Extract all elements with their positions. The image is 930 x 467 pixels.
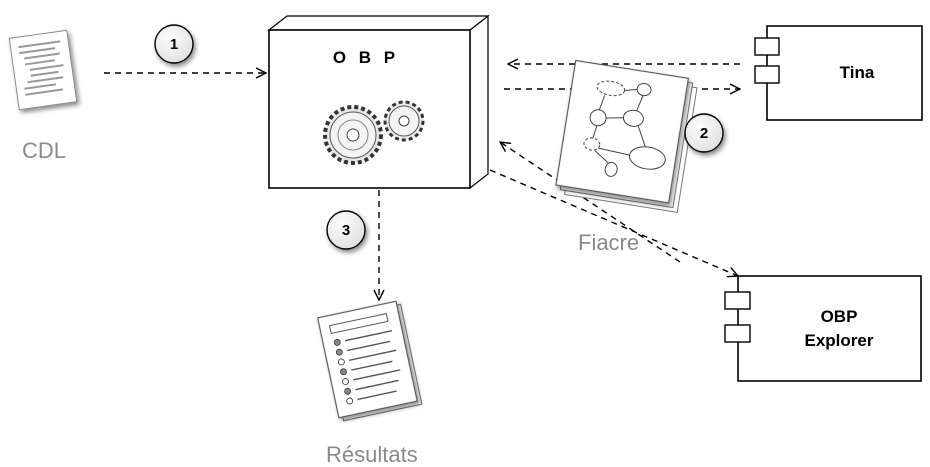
obp-label: O B P bbox=[333, 48, 399, 67]
svg-text:2: 2 bbox=[700, 125, 708, 142]
svg-text:3: 3 bbox=[342, 222, 350, 239]
gears-icon bbox=[323, 100, 425, 165]
obp-explorer-component bbox=[724, 275, 922, 382]
svg-text:1: 1 bbox=[170, 36, 178, 53]
arrow-explorer-to-obp bbox=[500, 142, 681, 263]
fiacre-document-icon bbox=[555, 59, 698, 213]
obp-explorer-label-line1: OBP bbox=[821, 307, 858, 326]
resultats-document-icon bbox=[316, 300, 423, 422]
cdl-label: CDL bbox=[22, 138, 66, 163]
fiacre-label: Fiacre bbox=[578, 230, 639, 255]
cdl-document-icon bbox=[8, 29, 78, 111]
step-1-badge: 1 bbox=[154, 24, 194, 64]
tina-component bbox=[754, 25, 923, 121]
tina-label: Tina bbox=[840, 63, 875, 82]
arrow-obp-to-explorer bbox=[489, 169, 738, 276]
resultats-label: Résultats bbox=[326, 442, 418, 467]
step-2-badge: 2 bbox=[684, 113, 724, 153]
step-3-badge: 3 bbox=[326, 210, 366, 250]
obp-box bbox=[267, 14, 490, 190]
obp-explorer-label-line2: Explorer bbox=[805, 331, 874, 350]
